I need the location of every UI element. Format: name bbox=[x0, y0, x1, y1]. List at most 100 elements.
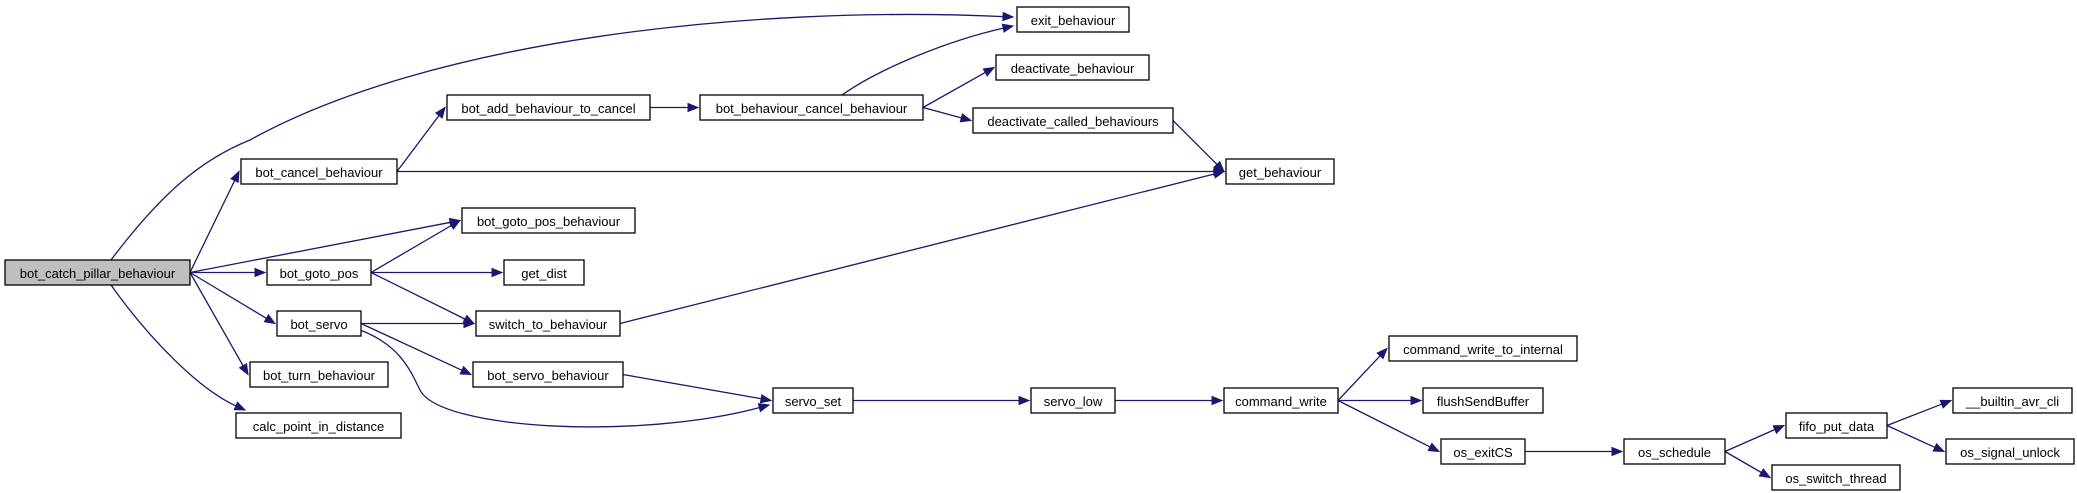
node-label: switch_to_behaviour bbox=[489, 317, 608, 332]
node-calc-point-in-distance[interactable]: calc_point_in_distance bbox=[235, 412, 402, 439]
node---builtin-avr-cli[interactable]: __builtin_avr_cli bbox=[1952, 387, 2073, 414]
node-label: bot_turn_behaviour bbox=[263, 368, 376, 383]
node-box[interactable] bbox=[772, 387, 854, 414]
node-box[interactable] bbox=[1945, 438, 2075, 465]
edge-bot_servo-to-switch_to_behaviour bbox=[361, 318, 476, 329]
node-box[interactable] bbox=[4, 259, 191, 286]
edge-line bbox=[396, 114, 441, 172]
node-box[interactable] bbox=[1771, 464, 1901, 491]
edge-arrowhead bbox=[757, 403, 771, 413]
node-label: deactivate_behaviour bbox=[1011, 61, 1135, 76]
node-label: deactivate_called_behaviours bbox=[987, 114, 1159, 129]
edge-arrowhead bbox=[263, 314, 277, 325]
node-label: os_schedule bbox=[1638, 445, 1711, 460]
node-get-dist[interactable]: get_dist bbox=[503, 259, 585, 286]
edge-switch_to_behaviour-to-get_behaviour bbox=[619, 169, 1226, 325]
node-flushSendBuffer[interactable]: flushSendBuffer bbox=[1422, 387, 1544, 414]
node-servo-low[interactable]: servo_low bbox=[1030, 387, 1116, 414]
edge-command_write-to-flushSendBuffer bbox=[1338, 395, 1423, 406]
node-box[interactable] bbox=[1623, 438, 1726, 465]
node-switch-to-behaviour[interactable]: switch_to_behaviour bbox=[475, 310, 621, 337]
edge-bot_goto_pos-to-bot_goto_pos_behaviour bbox=[370, 219, 462, 274]
edge-arrowhead bbox=[1002, 11, 1015, 22]
node-box[interactable] bbox=[1422, 387, 1544, 414]
edge-bot_behaviour_cancel_behaviour-to-deactivate_called_behaviours bbox=[922, 106, 973, 123]
node-exit-behaviour[interactable]: exit_behaviour bbox=[1016, 6, 1130, 33]
edge-line bbox=[1172, 120, 1219, 166]
edge-bot_servo-to-bot_servo_behaviour bbox=[360, 322, 473, 376]
node-box[interactable] bbox=[503, 259, 585, 286]
node-label: os_switch_thread bbox=[1785, 471, 1886, 486]
node-bot-cancel-behaviour[interactable]: bot_cancel_behaviour bbox=[240, 158, 398, 185]
node-deactivate-called-behaviours[interactable]: deactivate_called_behaviours bbox=[972, 107, 1174, 134]
node-bot-goto-pos[interactable]: bot_goto_pos bbox=[266, 259, 372, 286]
node-box[interactable] bbox=[266, 259, 372, 286]
edge-bot_add_behaviour_to_cancel-to-bot_behaviour_cancel_behaviour bbox=[650, 102, 700, 113]
edge-arrowhead bbox=[1758, 468, 1772, 479]
node-servo-set[interactable]: servo_set bbox=[772, 387, 854, 414]
node-box[interactable] bbox=[276, 310, 362, 337]
node-bot-behaviour-cancel-behaviour[interactable]: bot_behaviour_cancel_behaviour bbox=[699, 94, 924, 121]
edge-line bbox=[360, 322, 464, 372]
edge-fifo_put_data-to-__builtin_avr_cli bbox=[1886, 399, 1953, 427]
edge-arrowhead bbox=[1772, 424, 1786, 435]
node-box[interactable] bbox=[1225, 158, 1335, 185]
node-box[interactable] bbox=[699, 94, 924, 121]
edge-arrowhead bbox=[1410, 395, 1423, 406]
node-bot-goto-pos-behaviour[interactable]: bot_goto_pos_behaviour bbox=[461, 207, 636, 234]
node-label: command_write_to_internal bbox=[1403, 342, 1563, 357]
node-os-signal-unlock[interactable]: os_signal_unlock bbox=[1945, 438, 2075, 465]
edge-arrowhead bbox=[1932, 442, 1946, 453]
edge-arrowhead bbox=[491, 267, 504, 278]
node-label: bot_behaviour_cancel_behaviour bbox=[716, 101, 908, 116]
node-bot-servo-behaviour[interactable]: bot_servo_behaviour bbox=[472, 361, 624, 388]
edge-arrowhead bbox=[1376, 347, 1388, 360]
node-os-exitCS[interactable]: os_exitCS bbox=[1440, 438, 1526, 465]
edge-line bbox=[922, 106, 963, 119]
node-box[interactable] bbox=[240, 158, 398, 185]
node-label: os_exitCS bbox=[1453, 445, 1513, 460]
node-os-switch-thread[interactable]: os_switch_thread bbox=[1771, 464, 1901, 491]
node-bot-catch-pillar-behaviour[interactable]: bot_catch_pillar_behaviour bbox=[4, 259, 191, 286]
edges-layer bbox=[110, 11, 1953, 479]
node-box[interactable] bbox=[1440, 438, 1526, 465]
node-box[interactable] bbox=[475, 310, 621, 337]
node-box[interactable] bbox=[995, 54, 1150, 81]
edge-arrowhead bbox=[448, 219, 462, 230]
edge-arrowhead bbox=[434, 106, 446, 119]
edge-arrowhead bbox=[1939, 399, 1953, 409]
node-box[interactable] bbox=[235, 412, 402, 439]
edge-bot_behaviour_cancel_behaviour-to-exit_behaviour bbox=[841, 23, 1015, 96]
node-bot-add-behaviour-to-cancel[interactable]: bot_add_behaviour_to_cancel bbox=[446, 94, 651, 121]
node-box[interactable] bbox=[1388, 335, 1578, 362]
node-label: servo_low bbox=[1044, 394, 1103, 409]
node-bot-turn-behaviour[interactable]: bot_turn_behaviour bbox=[249, 361, 389, 388]
nodes-layer: bot_catch_pillar_behaviour exit_behaviour… bbox=[4, 6, 2075, 491]
node-label: get_dist bbox=[521, 266, 567, 281]
edge-os_exitCS-to-os_schedule bbox=[1525, 446, 1624, 457]
node-box[interactable] bbox=[1016, 6, 1130, 33]
edge-arrowhead bbox=[1211, 395, 1224, 406]
node-box[interactable] bbox=[446, 94, 651, 121]
node-box[interactable] bbox=[249, 361, 389, 388]
node-box[interactable] bbox=[1952, 387, 2073, 414]
node-bot-servo[interactable]: bot_servo bbox=[276, 310, 362, 337]
node-box[interactable] bbox=[472, 361, 624, 388]
edge-arrowhead bbox=[463, 318, 476, 329]
node-command-write[interactable]: command_write bbox=[1223, 387, 1339, 414]
node-get-behaviour[interactable]: get_behaviour bbox=[1225, 158, 1335, 185]
node-box[interactable] bbox=[461, 207, 636, 234]
node-box[interactable] bbox=[1030, 387, 1116, 414]
edge-arrowhead bbox=[1018, 395, 1031, 406]
node-deactivate-behaviour[interactable]: deactivate_behaviour bbox=[995, 54, 1150, 81]
edge-arrowhead bbox=[1611, 446, 1624, 457]
edge-bot_catch_pillar_behaviour-to-exit_behaviour bbox=[110, 11, 1015, 261]
edge-bot_goto_pos-to-switch_to_behaviour bbox=[370, 271, 476, 325]
node-box[interactable] bbox=[972, 107, 1174, 134]
node-label: bot_goto_pos bbox=[280, 266, 359, 281]
node-os-schedule[interactable]: os_schedule bbox=[1623, 438, 1726, 465]
node-command-write-to-internal[interactable]: command_write_to_internal bbox=[1388, 335, 1578, 362]
node-fifo-put-data[interactable]: fifo_put_data bbox=[1785, 412, 1888, 439]
node-box[interactable] bbox=[1785, 412, 1888, 439]
node-box[interactable] bbox=[1223, 387, 1339, 414]
